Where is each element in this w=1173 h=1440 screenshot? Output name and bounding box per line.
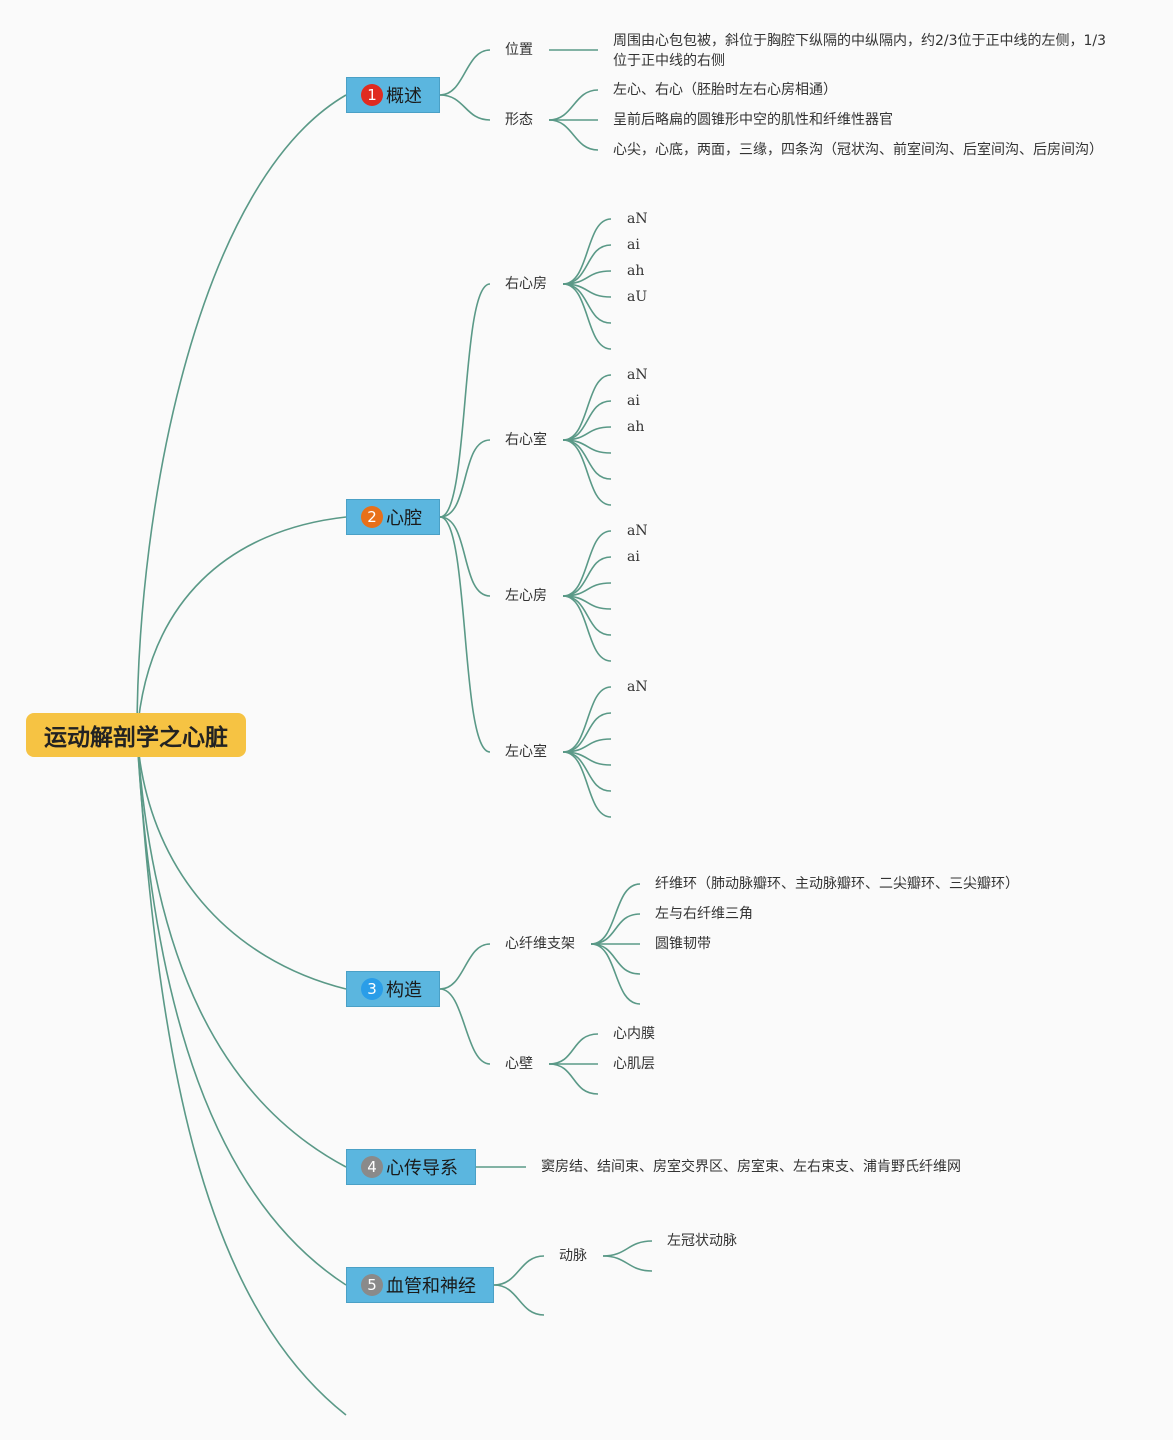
subtopic-artery[interactable]: 动脉 [559, 1248, 587, 1264]
vessels-to-artery-line [493, 1255, 545, 1286]
artery-leaf-line-1 [602, 1240, 653, 1257]
skeleton-leaf-line-3 [590, 943, 641, 975]
artery-leaf-line-2 [602, 1255, 653, 1272]
subtopic-shape[interactable]: 形态 [505, 112, 533, 128]
chamber-0-leaf-line-5 [562, 283, 612, 350]
leaf-shape-1[interactable]: 左心、右心（胚胎时左右心房相通） [613, 82, 837, 98]
topic-chambers-label: 心腔 [386, 508, 422, 529]
leaf-right-atrium-1[interactable]: aN [627, 211, 648, 227]
vessels-to-extra-line [493, 1284, 545, 1316]
leaf-artery-1[interactable]: 左冠状动脉 [667, 1233, 737, 1249]
number-badge-1: 1 [361, 84, 383, 106]
leaf-left-atrium-1[interactable]: aN [627, 523, 648, 539]
chamber-2-leaf-line-0 [562, 530, 612, 597]
structure-to-skeleton-line [439, 943, 491, 990]
number-badge-3: 3 [361, 978, 383, 1000]
subtopic-left-ventricle[interactable]: 左心室 [505, 744, 547, 760]
overview-to-shape-line [439, 94, 491, 121]
topic-vessels-label: 血管和神经 [386, 1276, 476, 1297]
leaf-right-atrium-3[interactable]: ah [627, 263, 645, 279]
topic-vessels-nerves[interactable]: 5 血管和神经 [346, 1267, 494, 1303]
shape-leaf-3-line [548, 119, 599, 151]
root-to-chambers-line [136, 516, 347, 736]
chambers-to-sub-line-0 [439, 283, 491, 518]
chamber-3-leaf-line-0 [562, 686, 612, 753]
leaf-skeleton-2[interactable]: 左与右纤维三角 [655, 906, 753, 922]
root-to-overview-line [136, 94, 347, 736]
root-to-extra-line [136, 734, 347, 1416]
topic-structure-label: 构造 [386, 980, 422, 1001]
subtopic-right-atrium[interactable]: 右心房 [505, 276, 547, 292]
subtopic-right-ventricle[interactable]: 右心室 [505, 432, 547, 448]
skeleton-leaf-line-1 [590, 913, 641, 945]
leaf-right-ventricle-3[interactable]: ah [627, 419, 645, 435]
leaf-conduction-text[interactable]: 窦房结、结间束、房室交界区、房室束、左右束支、浦肯野氏纤维网 [541, 1159, 961, 1175]
skeleton-leaf-line-4 [590, 943, 641, 1005]
chamber-2-leaf-line-5 [562, 595, 612, 662]
shape-leaf-1-line [548, 89, 599, 121]
root-topic[interactable]: 运动解剖学之心脏 [26, 713, 246, 757]
skeleton-leaf-line-0 [590, 883, 641, 945]
subtopic-position[interactable]: 位置 [505, 42, 533, 58]
chambers-to-sub-line-2 [439, 516, 491, 597]
leaf-shape-2[interactable]: 呈前后略扁的圆锥形中空的肌性和纤维性器官 [613, 112, 893, 128]
leaf-right-atrium-4[interactable]: aU [627, 289, 648, 305]
leaf-right-ventricle-2[interactable]: ai [627, 393, 640, 409]
root-to-conduction-line [136, 734, 347, 1168]
leaf-wall-1[interactable]: 心内膜 [613, 1026, 655, 1042]
leaf-position-text[interactable]: 周围由心包包被，斜位于胸腔下纵隔的中纵隔内，约2/3位于正中线的左侧，1/3位于… [613, 33, 1107, 69]
leaf-skeleton-3[interactable]: 圆锥韧带 [655, 936, 711, 952]
topic-conduction-label: 心传导系 [386, 1158, 458, 1179]
leaf-right-ventricle-1[interactable]: aN [627, 367, 648, 383]
topic-conduction-system[interactable]: 4 心传导系 [346, 1149, 476, 1185]
leaf-left-atrium-2[interactable]: ai [627, 549, 640, 565]
leaf-shape-3[interactable]: 心尖，心底，两面，三缘，四条沟（冠状沟、前室间沟、后室间沟、后房间沟） [613, 142, 1103, 158]
subtopic-fibrous-skeleton[interactable]: 心纤维支架 [505, 936, 575, 952]
number-badge-2: 2 [361, 506, 383, 528]
number-badge-4: 4 [361, 1156, 383, 1178]
leaf-right-atrium-2[interactable]: ai [627, 237, 640, 253]
chamber-1-leaf-line-5 [562, 439, 612, 506]
root-to-structure-line [136, 734, 347, 990]
chamber-3-leaf-line-5 [562, 751, 612, 818]
chambers-to-sub-line-3 [439, 516, 491, 753]
subtopic-heart-wall[interactable]: 心壁 [505, 1056, 533, 1072]
subtopic-left-atrium[interactable]: 左心房 [505, 588, 547, 604]
leaf-left-ventricle-1[interactable]: aN [627, 679, 648, 695]
wall-leaf-line-2 [548, 1063, 599, 1095]
structure-to-wall-line [439, 988, 491, 1065]
chamber-1-leaf-line-0 [562, 374, 612, 441]
root-to-vessels-line [136, 734, 347, 1286]
topic-overview-label: 概述 [386, 86, 422, 107]
overview-to-position-line [439, 49, 491, 96]
number-badge-5: 5 [361, 1274, 383, 1296]
topic-chambers[interactable]: 2 心腔 [346, 499, 440, 535]
chamber-0-leaf-line-0 [562, 218, 612, 285]
topic-structure[interactable]: 3 构造 [346, 971, 440, 1007]
topic-overview[interactable]: 1 概述 [346, 77, 440, 113]
wall-leaf-line-0 [548, 1033, 599, 1065]
chambers-to-sub-line-1 [439, 439, 491, 518]
leaf-skeleton-1[interactable]: 纤维环（肺动脉瓣环、主动脉瓣环、二尖瓣环、三尖瓣环） [655, 876, 1019, 892]
leaf-wall-2[interactable]: 心肌层 [613, 1056, 655, 1072]
